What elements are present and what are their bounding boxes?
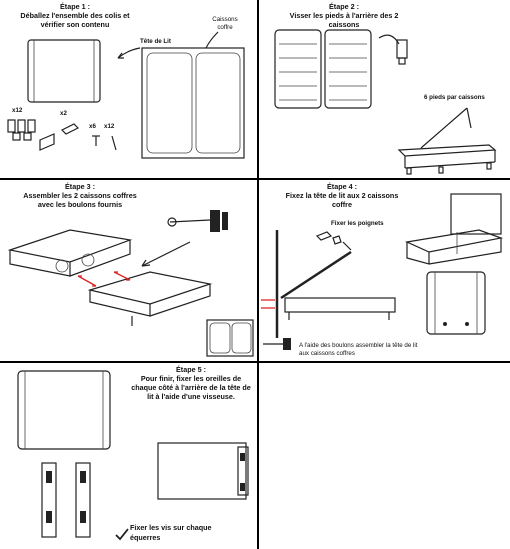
grid-divider-row1	[0, 178, 510, 180]
headboard-back-view	[426, 271, 486, 335]
step-1-illustration	[7, 31, 245, 159]
box-frame-left	[274, 29, 322, 109]
headboard-front	[17, 370, 111, 450]
step-4-panel: Étape 4 : Fixez la tête de lit aux 2 cai…	[259, 180, 510, 361]
label-headboard: Tête de Lit	[140, 38, 171, 45]
bolt-large-icon	[167, 210, 228, 232]
step-4-illustration	[261, 193, 504, 350]
handle-icons	[315, 231, 352, 251]
label-screws-note: Fixer les vis sur chaque équerres	[130, 523, 212, 542]
label-qty-screws: x12	[104, 123, 115, 130]
step-2-panel: Étape 2 : Visser les pieds à l'arrière d…	[259, 0, 510, 178]
label-bolts-note: A l'aide des boulons assembler la tête d…	[299, 342, 418, 357]
label-qty-feet: x12	[12, 107, 23, 114]
bracket-icon	[39, 123, 80, 151]
step-2-illustration	[274, 29, 497, 175]
step-1-title: Étape 1 : Déballez l'ensemble des colis …	[20, 2, 130, 29]
label-qty-bolts: x6	[89, 123, 96, 130]
label-boxes: Caissons coffre	[212, 16, 238, 31]
label-handles: Fixer les poignets	[331, 220, 384, 227]
bed-side-view	[275, 230, 396, 338]
step-5-illustration	[17, 370, 249, 541]
label-qty-brackets: x2	[60, 110, 67, 117]
empty-panel	[259, 363, 510, 549]
step-3-illustration	[7, 210, 254, 357]
bolt-small-icon	[263, 338, 291, 350]
screw-icon	[111, 135, 117, 151]
boxes-thumbnail	[206, 319, 254, 357]
step-2-title: Étape 2 : Visser les pieds à l'arrière d…	[289, 2, 399, 29]
step-3-panel: Étape 3 : Assembler les 2 caissons coffr…	[0, 180, 257, 361]
ear-pieces	[41, 462, 91, 538]
grid-divider-row2	[0, 361, 510, 363]
frame-bottom	[87, 271, 213, 326]
step-1-panel: Étape 1 : Déballez l'ensemble des colis …	[0, 0, 257, 178]
step-5-title: Étape 5 : Pour finir, fixer les oreilles…	[131, 365, 251, 401]
bed-base-lid-open	[397, 107, 497, 175]
step-4-title: Étape 4 : Fixez la tête de lit aux 2 cai…	[285, 182, 399, 209]
bolt-icon	[92, 135, 100, 146]
headboard-drawing	[27, 39, 101, 103]
frame-top	[7, 229, 133, 277]
checkmark-icon	[115, 528, 129, 541]
step-5-panel: Étape 5 : Pour finir, fixer les oreilles…	[0, 363, 257, 549]
box-frame-right	[324, 29, 372, 109]
foot-detail-icon	[396, 39, 408, 65]
feet-icon	[7, 119, 36, 141]
headboard-back-with-brackets	[157, 442, 249, 500]
bed-perspective	[404, 193, 504, 265]
grid-divider-vertical	[257, 0, 259, 549]
storage-boxes-drawing	[141, 47, 245, 159]
label-feet-per-box: 6 pieds par caissons	[424, 94, 485, 101]
step-3-title: Étape 3 : Assembler les 2 caissons coffr…	[23, 182, 137, 209]
